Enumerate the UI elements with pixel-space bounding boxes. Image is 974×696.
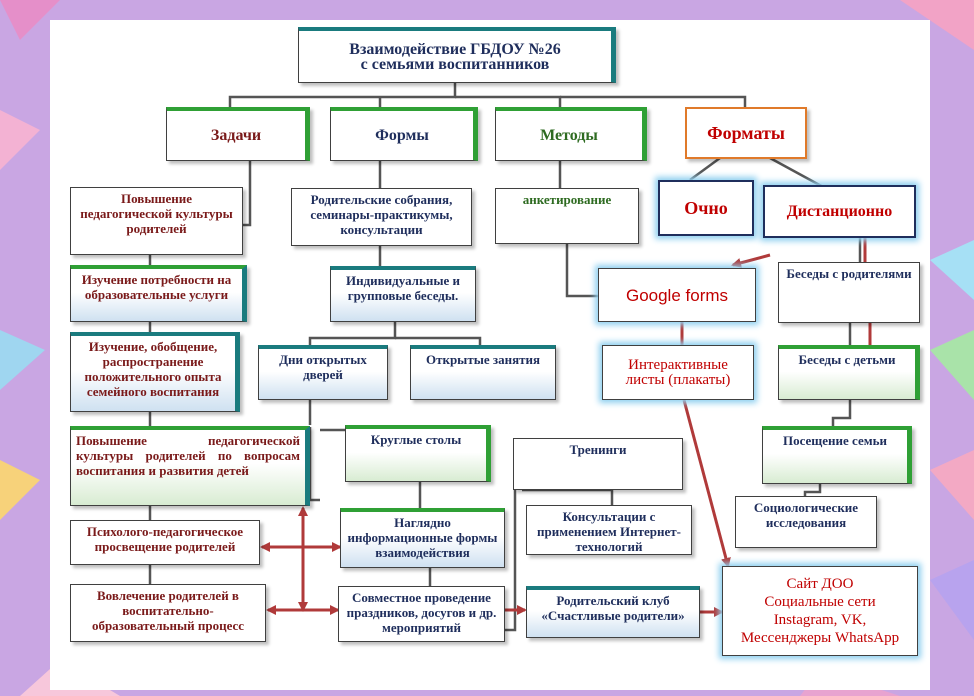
form-individual: Индивидуальные и групповые беседы. [330, 266, 476, 322]
form-open-classes-text: Открытые занятия [425, 352, 541, 367]
task-2: Изучение потребности на образовательные … [70, 265, 247, 322]
form-open-days-text: Дни открытых дверей [279, 352, 367, 382]
form-joint: Совместное проведение праздников, досуго… [338, 586, 505, 642]
format-interactive: Интерактивные листы (плакаты) [602, 345, 754, 400]
format-remote-text: Дистанционно [786, 203, 893, 220]
form-club-text: Родительский клуб «Счастливые родители» [541, 593, 685, 623]
title-line-1: Взаимодействие ГБДОУ №26 [349, 40, 561, 58]
format-google-forms-text: Google forms [625, 285, 729, 305]
task-1-text: Повышение педагогической культуры родите… [80, 191, 233, 236]
diagram-title: Взаимодействие ГБДОУ №26 с семьями воспи… [298, 27, 616, 83]
form-round-tables-text: Круглые столы [370, 432, 462, 447]
form-open-classes: Открытые занятия [410, 345, 556, 400]
task-5-text: Психолого-педагогическое просвещение род… [86, 524, 244, 554]
format-site-line-3: Instagram, VK, [773, 612, 867, 628]
format-site-line-4: Мессенджеры WhatsApp [740, 630, 900, 646]
format-offline-text: Очно [684, 197, 728, 218]
form-club: Родительский клуб «Счастливые родители» [526, 586, 700, 638]
form-meetings-text: Родительские собрания, семинары-практику… [310, 192, 453, 237]
format-parent-talks-text: Беседы с родителями [786, 266, 912, 281]
header-methods-label: Методы [540, 127, 598, 144]
task-3: Изучение, обобщение, распространение пол… [70, 332, 240, 412]
format-site: Сайт ДОО Социальные сети Instagram, VK, … [722, 566, 918, 656]
header-forms: Формы [330, 107, 478, 161]
format-family-visit: Посещение семьи [762, 426, 912, 484]
header-tasks-label: Задачи [210, 127, 262, 144]
format-interactive-text: Интерактивные листы (плакаты) [625, 356, 731, 388]
format-child-talks-text: Беседы с детьми [798, 352, 896, 367]
format-family-visit-text: Посещение семьи [783, 433, 887, 448]
form-joint-text: Совместное проведение праздников, досуго… [346, 590, 497, 635]
header-methods: Методы [495, 107, 647, 161]
format-site-line-2: Социальные сети [764, 594, 876, 610]
format-site-line-1: Сайт ДОО [786, 576, 854, 592]
format-sociology: Социологические исследования [735, 496, 877, 548]
format-sociology-text: Социологические исследования [753, 500, 859, 530]
form-open-days: Дни открытых дверей [258, 345, 388, 400]
method-survey-text: анкетирование [522, 192, 612, 207]
form-trainings-text: Тренинги [569, 442, 627, 457]
form-meetings: Родительские собрания, семинары-практику… [291, 188, 472, 246]
format-parent-talks: Беседы с родителями [778, 262, 920, 323]
form-visual-text: Наглядно информационные формы взаимодейс… [347, 515, 498, 560]
task-5: Психолого-педагогическое просвещение род… [70, 520, 260, 565]
form-internet: Консультации с применением Интернет-техн… [526, 505, 692, 555]
task-2-text: Изучение потребности на образовательные … [81, 272, 232, 302]
form-round-tables: Круглые столы [345, 425, 491, 482]
header-tasks: Задачи [166, 107, 310, 161]
form-visual: Наглядно информационные формы взаимодейс… [340, 508, 505, 568]
format-offline: Очно [658, 180, 754, 236]
format-remote: Дистанционно [763, 185, 916, 238]
task-6: Вовлечение родителей в воспитательно-обр… [70, 584, 266, 642]
format-google-forms: Google forms [598, 268, 756, 322]
header-forms-label: Формы [375, 127, 429, 144]
form-trainings: Тренинги [513, 438, 683, 490]
title-line-2: с семьями воспитанников [360, 55, 550, 73]
task-6-text: Вовлечение родителей в воспитательно-обр… [91, 588, 245, 633]
header-formats-label: Форматы [707, 122, 785, 143]
format-child-talks: Беседы с детьми [778, 345, 920, 400]
form-individual-text: Индивидуальные и групповые беседы. [345, 273, 461, 303]
method-survey: анкетирование [495, 188, 639, 244]
task-4-text: Повышение педагогической культуры родите… [76, 433, 300, 478]
task-4: Повышение педагогической культуры родите… [70, 426, 310, 506]
task-3-text: Изучение, обобщение, распространение пол… [84, 339, 222, 399]
task-1: Повышение педагогической культуры родите… [70, 187, 243, 255]
header-formats: Форматы [685, 107, 807, 159]
form-internet-text: Консультации с применением Интернет-техн… [537, 509, 681, 554]
